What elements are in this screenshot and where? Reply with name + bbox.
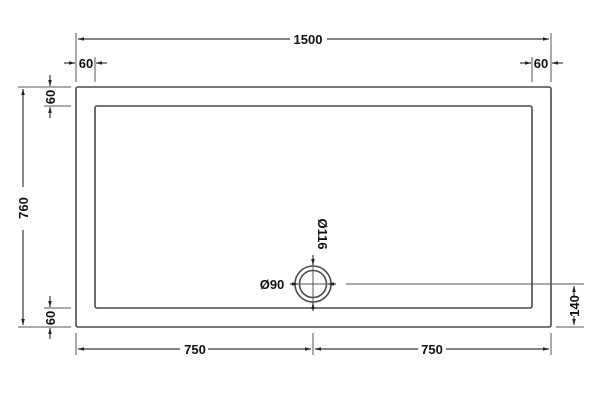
waste-outer-diameter-label: Ø116 — [315, 218, 330, 249]
dimension-overall-length: 1500 — [75, 32, 552, 82]
dimension-rim-top-right: 60 — [520, 56, 563, 82]
dimension-waste-position: 750 750 — [75, 333, 552, 357]
dimension-rim-left-bottom: 60 — [43, 296, 71, 339]
dimension-waste-to-edge: 140 — [556, 286, 584, 328]
rim-top-right-label: 60 — [534, 56, 548, 71]
waste-outlet: Ø116 Ø90 — [260, 218, 336, 311]
rim-left-bottom-label: 60 — [43, 311, 58, 325]
waste-inner-diameter-label: Ø90 — [260, 277, 285, 292]
waste-to-left-label: 750 — [184, 342, 206, 357]
dimension-rim-top-left: 60 — [64, 56, 107, 82]
waste-to-edge-label: 140 — [567, 295, 582, 317]
dimension-rim-left-top: 60 — [43, 75, 71, 118]
length-label: 1500 — [294, 32, 323, 47]
waste-to-right-label: 750 — [421, 342, 443, 357]
rim-top-left-label: 60 — [79, 56, 93, 71]
rim-left-top-label: 60 — [43, 90, 58, 104]
dimension-overall-width: 760 — [16, 86, 71, 328]
width-label: 760 — [16, 197, 31, 219]
tray-outer-edge — [75, 86, 552, 328]
